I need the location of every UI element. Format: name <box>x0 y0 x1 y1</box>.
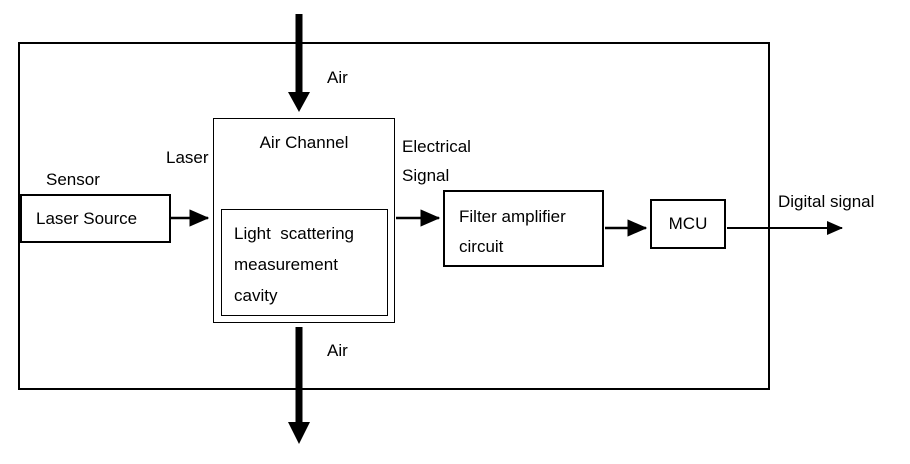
cavity-label-line1: Light scattering <box>234 224 355 243</box>
laser-arrow-label: Laser <box>166 148 209 167</box>
air-channel-label: Air Channel <box>259 133 349 152</box>
air-channel-box <box>213 118 395 323</box>
laser-source-label: Laser Source <box>36 208 138 228</box>
air-inlet-arrowhead <box>288 92 310 112</box>
air-outlet-label: Air <box>327 341 348 360</box>
sensor-label: Sensor <box>46 170 100 189</box>
filter-amplifier-box: Filter amplifier circuit <box>443 190 604 267</box>
electrical-signal-label-line1: Electrical <box>402 137 471 156</box>
filter-amplifier-label-line2: circuit <box>459 237 504 256</box>
mcu-label: MCU <box>668 214 708 233</box>
electrical-signal-label-line2: Signal <box>402 166 450 185</box>
air-inlet-label: Air <box>327 68 348 87</box>
sensor-boundary-box <box>18 42 770 390</box>
laser-source-box: Laser Source <box>20 194 171 243</box>
cavity-label-line2: measurement <box>234 255 338 274</box>
mcu-box: MCU <box>650 199 726 249</box>
cavity-box: Light scattering measurement cavity <box>221 209 388 316</box>
air-outlet-arrowhead <box>288 422 310 444</box>
cavity-label-line3: cavity <box>234 286 278 305</box>
filter-amplifier-label-line1: Filter amplifier <box>459 207 566 226</box>
digital-signal-label: Digital signal <box>778 192 875 211</box>
